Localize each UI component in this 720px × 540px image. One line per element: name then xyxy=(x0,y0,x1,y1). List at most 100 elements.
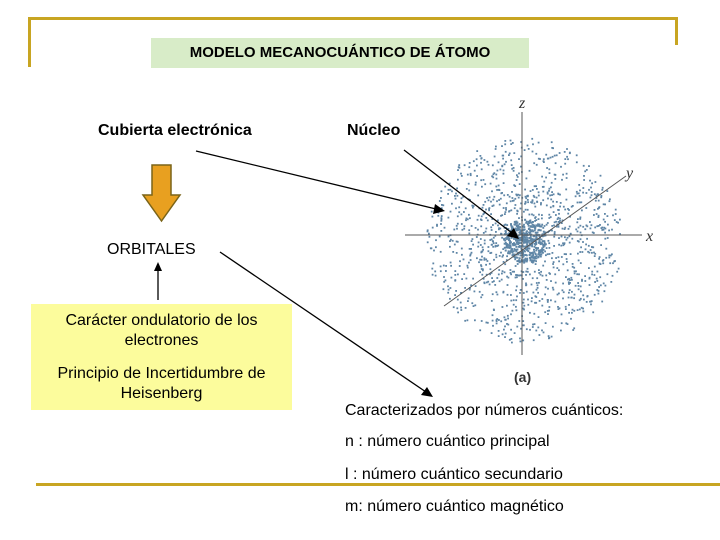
electron-dot xyxy=(460,309,463,311)
electron-dot xyxy=(460,213,463,216)
electron-dot xyxy=(562,173,564,176)
electron-dot xyxy=(543,240,546,242)
electron-dot xyxy=(548,242,551,245)
electron-dot xyxy=(504,211,507,213)
electron-dot xyxy=(541,240,544,243)
electron-dot xyxy=(534,263,537,265)
electron-dot xyxy=(514,204,517,206)
electron-dot xyxy=(498,189,501,191)
electron-dot xyxy=(468,288,471,291)
electron-dot xyxy=(537,316,540,318)
electron-dot xyxy=(514,276,517,279)
electron-dot xyxy=(516,256,519,259)
electron-dot xyxy=(486,260,489,262)
electron-dot xyxy=(515,229,518,232)
electron-dot xyxy=(520,251,523,254)
electron-dot xyxy=(545,223,548,226)
electron-dot xyxy=(577,288,580,291)
electron-dot xyxy=(546,157,549,160)
electron-dot xyxy=(544,260,546,263)
electron-dot xyxy=(517,260,520,263)
electron-dot xyxy=(504,249,507,252)
electron-dot xyxy=(550,229,552,232)
electron-dot xyxy=(532,259,535,262)
electron-dot xyxy=(614,260,616,262)
electron-dot xyxy=(565,238,568,241)
electron-dot xyxy=(565,276,567,278)
electron-dot xyxy=(573,327,576,330)
electron-dot xyxy=(579,189,581,192)
electron-dot xyxy=(503,242,506,245)
electron-dot xyxy=(513,223,516,226)
electron-dot xyxy=(440,219,443,222)
electron-dot xyxy=(568,304,570,306)
electron-dot xyxy=(592,246,595,249)
electron-dot xyxy=(454,270,457,272)
electron-dot xyxy=(524,245,527,248)
electron-dot xyxy=(522,228,525,231)
electron-dot xyxy=(516,295,518,298)
electron-dot xyxy=(518,183,521,185)
electron-dot xyxy=(518,194,521,197)
electron-dot xyxy=(526,195,529,197)
electron-dot xyxy=(523,210,525,213)
electron-dot xyxy=(463,273,466,275)
electron-dot xyxy=(538,272,541,274)
electron-dot xyxy=(575,161,578,164)
electron-dot xyxy=(489,268,492,271)
electron-dot xyxy=(508,210,511,212)
electron-dot xyxy=(555,225,558,228)
electron-dot xyxy=(506,323,508,325)
electron-dot xyxy=(609,198,611,201)
electron-dot xyxy=(432,262,435,265)
electron-dot xyxy=(546,299,549,301)
electron-dot xyxy=(518,252,521,255)
electron-dot xyxy=(501,255,504,258)
electron-dot xyxy=(498,280,501,283)
electron-dot xyxy=(442,288,445,291)
electron-dot xyxy=(493,155,496,158)
electron-dot xyxy=(612,214,614,217)
electron-dot xyxy=(491,293,494,296)
electron-dot xyxy=(523,232,526,235)
electron-dot xyxy=(571,205,574,207)
electron-dot xyxy=(539,241,542,244)
electron-dot xyxy=(483,242,486,245)
electron-dot xyxy=(565,258,568,260)
electron-dot xyxy=(487,163,490,166)
electron-dot xyxy=(567,296,570,299)
electron-dot xyxy=(472,305,475,307)
electron-dot xyxy=(485,321,488,324)
electron-dot xyxy=(535,196,538,199)
electron-dot xyxy=(490,272,493,274)
electron-dot xyxy=(583,298,585,301)
electron-dot xyxy=(594,281,596,283)
electron-dot xyxy=(505,237,508,240)
electron-dot xyxy=(492,236,495,239)
electron-dot xyxy=(504,213,506,215)
electron-dot xyxy=(501,270,504,273)
electron-dot xyxy=(491,164,494,167)
electron-dot xyxy=(560,244,563,247)
electron-dot xyxy=(604,237,607,240)
cubierta-label: Cubierta electrónica xyxy=(98,122,252,139)
electron-dot xyxy=(525,197,528,200)
electron-dot xyxy=(564,236,566,239)
frame-left-border xyxy=(28,17,31,67)
electron-dot xyxy=(563,151,566,153)
electron-dot xyxy=(522,271,525,273)
electron-dot xyxy=(472,243,474,246)
electron-dot xyxy=(515,222,518,225)
electron-dot xyxy=(465,188,468,190)
electron-dot xyxy=(518,231,521,234)
electron-dot xyxy=(515,305,517,308)
electron-dot xyxy=(603,226,606,229)
electron-dot xyxy=(535,301,538,304)
electron-dot xyxy=(498,319,500,321)
electron-dot xyxy=(573,309,576,312)
electron-dot xyxy=(579,297,582,300)
electron-dot xyxy=(568,152,571,155)
electron-dot xyxy=(501,272,503,275)
electron-dot xyxy=(498,228,500,231)
electron-dot xyxy=(440,207,443,210)
